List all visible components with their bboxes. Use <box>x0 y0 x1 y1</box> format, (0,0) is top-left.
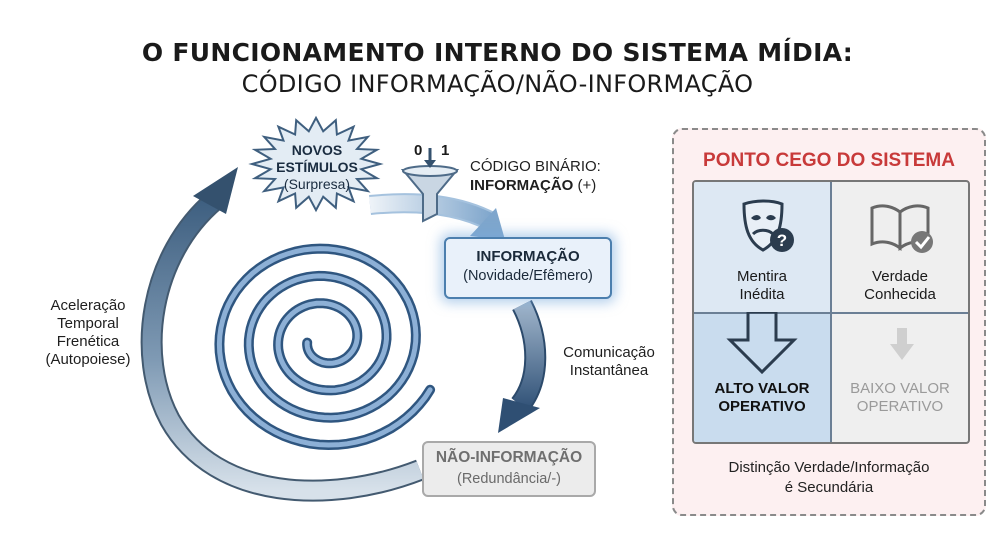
binary-code-value: INFORMAÇÃO <box>470 176 574 194</box>
low-value-label: BAIXO VALOR OPERATIVO <box>832 380 968 416</box>
binary-digit-1: 1 <box>441 142 449 159</box>
new-stimuli-heading-1: NOVOS <box>291 142 343 158</box>
down-arrow-icon <box>726 312 798 374</box>
acceleration-arrowhead <box>193 167 238 214</box>
information-box: INFORMAÇÃO (Novidade/Efêmero) <box>444 237 612 299</box>
new-stimuli-sub: (Surpresa) <box>283 175 351 192</box>
low-value-line-1: BAIXO VALOR <box>850 380 950 397</box>
binary-digit-0: 0 <box>414 142 422 159</box>
acceleration-label: Aceleração Temporal Frenética (Autopoies… <box>26 297 150 369</box>
communication-label: Comunicação Instantânea <box>544 344 674 380</box>
information-sub: (Novidade/Efêmero) <box>463 268 593 284</box>
binary-code-label: CÓDIGO BINÁRIO: INFORMAÇÃO (+) <box>470 158 630 196</box>
non-information-heading: NÃO-INFORMAÇÃO <box>435 449 583 466</box>
communication-arrowhead <box>498 398 540 433</box>
low-value-line-2: OPERATIVO <box>856 398 944 415</box>
novel-lie-line-2: Inédita <box>739 286 785 303</box>
page-subtitle: CÓDIGO INFORMAÇÃO/NÃO-INFORMAÇÃO <box>241 70 754 98</box>
code-arrowhead <box>470 208 505 240</box>
novel-lie-label: Mentira Inédita <box>694 268 830 304</box>
known-truth-line-2: Conhecida <box>864 286 936 303</box>
starburst-icon <box>248 115 384 213</box>
new-stimuli-heading-2: ESTÍMULOS <box>276 158 358 175</box>
blind-spot-title: PONTO CEGO DO SISTEMA <box>703 150 955 171</box>
blind-spot-panel: PONTO CEGO DO SISTEMA ? Mentira Inédita … <box>672 128 986 516</box>
known-truth-label: Verdade Conhecida <box>832 268 968 304</box>
spiral-icon <box>214 243 436 451</box>
svg-text:?: ? <box>777 231 787 250</box>
binary-code-sign: (+) <box>577 176 597 194</box>
novel-lie-line-1: Mentira <box>736 268 788 285</box>
faint-down-arrow-icon <box>890 328 914 360</box>
theater-mask-question-icon: ? <box>742 199 794 252</box>
non-information-sub: (Redundância/-) <box>457 471 561 487</box>
acceleration-line-3: Frenética <box>56 333 120 350</box>
high-value-line-2: OPERATIVO <box>718 398 806 415</box>
high-value-line-1: ALTO VALOR <box>714 380 810 397</box>
communication-line-1: Comunicação <box>563 344 655 361</box>
value-grid: ? Mentira Inédita Verdade Conhecida ALTO… <box>692 180 970 444</box>
blind-spot-footer-line-1: Distinção Verdade/Informação <box>728 459 930 476</box>
known-truth-line-1: Verdade <box>872 268 928 285</box>
blind-spot-footer: Distinção Verdade/Informação é Secundári… <box>674 458 984 497</box>
binary-code-title: CÓDIGO BINÁRIO: <box>470 158 601 175</box>
acceleration-line-2: Temporal <box>57 315 119 332</box>
page-title: O FUNCIONAMENTO INTERNO DO SISTEMA MÍDIA… <box>141 38 854 67</box>
information-heading: INFORMAÇÃO <box>476 248 580 265</box>
blind-spot-footer-line-2: é Secundária <box>784 478 874 496</box>
grid-divider-horizontal <box>694 312 968 314</box>
new-stimuli-label: NOVOS ESTÍMULOS (Surpresa) <box>256 142 378 192</box>
book-check-icon <box>870 204 933 253</box>
acceleration-line-4: (Autopoiese) <box>45 351 131 368</box>
communication-line-2: Instantânea <box>569 362 649 379</box>
non-information-box: NÃO-INFORMAÇÃO (Redundância/-) <box>422 441 596 497</box>
acceleration-line-1: Aceleração <box>50 297 126 314</box>
filter-funnel-icon <box>400 148 460 223</box>
high-value-label: ALTO VALOR OPERATIVO <box>694 380 830 416</box>
